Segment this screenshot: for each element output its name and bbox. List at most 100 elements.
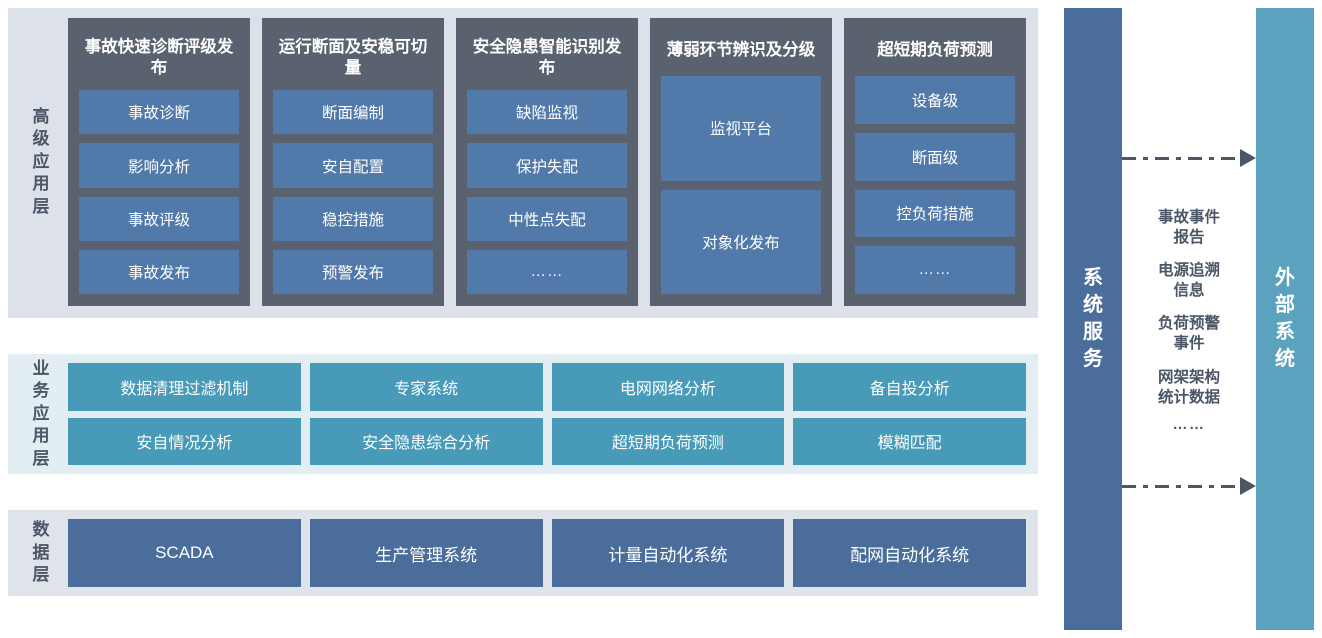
data-source-item[interactable]: 生产管理系统 — [309, 519, 543, 587]
flow-label-line: 事件 — [1173, 335, 1205, 353]
app-item[interactable]: 设备级 — [855, 76, 1015, 124]
flow-arrow-line — [1122, 484, 1241, 488]
app-column-title: 超短期负荷预测 — [877, 41, 993, 60]
advanced-layer-label-char: 用 — [32, 174, 50, 194]
flow-label-line: 电源追溯 — [1157, 261, 1220, 279]
business-layer-items: 数据清理过滤机制 专家系统 电网网络分析 备自投分析 安自情况分析 安全隐患综合… — [68, 363, 1026, 465]
app-column: 薄弱环节辨识及分级 监视平台 对象化发布 — [650, 18, 832, 306]
data-source-item[interactable]: SCADA — [68, 519, 301, 587]
app-item[interactable]: 事故发布 — [79, 249, 239, 295]
external-systems-bar: 外 部 系 统 — [1256, 8, 1314, 630]
app-item[interactable]: 保护失配 — [467, 143, 627, 188]
app-item[interactable]: 稳控措施 — [273, 196, 433, 241]
app-item[interactable]: 预警发布 — [273, 249, 433, 295]
flow-label: 事故事件 报告 — [1158, 208, 1220, 248]
app-item[interactable]: 影响分析 — [79, 143, 239, 188]
advanced-layer-label-char: 级 — [32, 129, 50, 149]
app-column-items: 缺陷监视 保护失配 中性点失配 …… — [467, 90, 627, 295]
advanced-application-layer-panel: 高 级 应 用 层 事故快速诊断评级发布 事故诊断 影响分析 事故评级 事故发布 — [8, 8, 1038, 318]
integration-panel: 系 统 服 务 事故事件 报告 电源追溯 信息 负荷预警 — [1046, 0, 1322, 638]
data-source-item[interactable]: 配网自动化系统 — [793, 519, 1026, 587]
app-column-title: 安全隐患智能识别发布 — [472, 38, 622, 78]
data-flow-area: 事故事件 报告 电源追溯 信息 负荷预警 事件 网架架构 统计数据 …… — [1122, 8, 1256, 630]
flow-label: 负荷预警 事件 — [1158, 314, 1220, 354]
flow-label-line: 事故事件 — [1157, 208, 1220, 226]
data-layer-label-char: 层 — [32, 565, 50, 585]
business-item[interactable]: 电网网络分析 — [551, 363, 785, 411]
app-column: 安全隐患智能识别发布 缺陷监视 保护失配 中性点失配 …… — [456, 18, 638, 306]
system-services-label-char: 系 — [1083, 266, 1103, 289]
app-column-items: 监视平台 对象化发布 — [661, 76, 821, 294]
app-item[interactable]: 监视平台 — [661, 76, 821, 181]
business-application-layer-panel: 业 务 应 用 层 数据清理过滤机制 专家系统 电网网络分析 备自投分析 安自情… — [8, 354, 1038, 474]
external-systems-label-char: 系 — [1275, 321, 1295, 343]
business-layer-label-char: 业 — [32, 358, 50, 378]
arrow-head-icon — [1240, 477, 1256, 495]
app-item[interactable]: 断面编制 — [273, 90, 433, 135]
data-layer-label-char: 数 — [32, 520, 50, 540]
business-item[interactable]: 备自投分析 — [793, 363, 1026, 411]
app-item[interactable]: 事故诊断 — [79, 90, 239, 135]
app-item[interactable]: 缺陷监视 — [467, 90, 627, 135]
app-column-title: 事故快速诊断评级发布 — [84, 38, 234, 78]
system-services-label-char: 服 — [1083, 321, 1103, 343]
external-systems-label-char: 部 — [1275, 293, 1295, 316]
flow-label-more: …… — [1172, 415, 1206, 433]
flow-label-line: 信息 — [1173, 282, 1205, 300]
advanced-layer-label-char: 应 — [32, 151, 50, 171]
business-item[interactable]: 超短期负荷预测 — [551, 417, 785, 465]
advanced-layer-label-char: 层 — [32, 196, 50, 216]
flow-label: 网架架构 统计数据 — [1158, 368, 1220, 408]
data-layer-items: SCADA 生产管理系统 计量自动化系统 配网自动化系统 — [68, 519, 1026, 587]
app-column-title: 运行断面及安稳可切量 — [278, 38, 428, 78]
layer-stack: 高 级 应 用 层 事故快速诊断评级发布 事故诊断 影响分析 事故评级 事故发布 — [8, 8, 1038, 596]
flow-label-line: 报告 — [1173, 228, 1205, 246]
business-item[interactable]: 安全隐患综合分析 — [309, 417, 543, 465]
flow-label-list: 事故事件 报告 电源追溯 信息 负荷预警 事件 网架架构 统计数据 …… — [1158, 208, 1220, 435]
business-layer-label-char: 用 — [32, 426, 50, 446]
data-source-item[interactable]: 计量自动化系统 — [551, 519, 785, 587]
data-layer-label: 数 据 层 — [14, 519, 68, 587]
system-services-label-char: 务 — [1083, 348, 1103, 371]
flow-arrow-top — [1122, 149, 1256, 167]
advanced-layer-label-char: 高 — [32, 106, 50, 126]
advanced-layer-columns: 事故快速诊断评级发布 事故诊断 影响分析 事故评级 事故发布 运行断面及安稳可切… — [68, 18, 1026, 306]
data-layer-label-char: 据 — [32, 542, 50, 562]
app-item[interactable]: 断面级 — [855, 132, 1015, 181]
flow-label: 电源追溯 信息 — [1158, 261, 1220, 301]
app-column: 运行断面及安稳可切量 断面编制 安自配置 稳控措施 预警发布 — [262, 18, 444, 306]
external-systems-label-char: 外 — [1275, 266, 1295, 289]
advanced-layer-label: 高 级 应 用 层 — [14, 18, 68, 306]
business-item[interactable]: 数据清理过滤机制 — [68, 363, 301, 411]
flow-arrow-bottom — [1122, 477, 1256, 495]
system-services-bar: 系 统 服 务 — [1064, 8, 1122, 630]
app-item[interactable]: 事故评级 — [79, 196, 239, 241]
app-item-more[interactable]: …… — [467, 249, 627, 295]
business-layer-label: 业 务 应 用 层 — [14, 359, 68, 468]
arrow-head-icon — [1240, 149, 1256, 167]
app-item[interactable]: 控负荷措施 — [855, 189, 1015, 238]
app-item[interactable]: 中性点失配 — [467, 196, 627, 241]
business-layer-label-char: 务 — [32, 381, 50, 401]
flow-label-line: 网架架构 — [1157, 368, 1220, 386]
business-item[interactable]: 专家系统 — [309, 363, 543, 411]
app-column-items: 事故诊断 影响分析 事故评级 事故发布 — [79, 90, 239, 295]
app-column-title: 薄弱环节辨识及分级 — [666, 41, 816, 60]
app-column: 超短期负荷预测 设备级 断面级 控负荷措施 …… — [844, 18, 1026, 306]
external-systems-label-char: 统 — [1275, 348, 1295, 371]
flow-label-line: 负荷预警 — [1157, 315, 1220, 333]
business-item[interactable]: 安自情况分析 — [68, 417, 301, 465]
app-item[interactable]: 对象化发布 — [661, 189, 821, 294]
app-column-items: 断面编制 安自配置 稳控措施 预警发布 — [273, 90, 433, 295]
data-layer-panel: 数 据 层 SCADA 生产管理系统 计量自动化系统 配网自动化系统 — [8, 510, 1038, 596]
business-layer-label-char: 应 — [32, 403, 50, 423]
app-column-items: 设备级 断面级 控负荷措施 …… — [855, 76, 1015, 294]
business-layer-label-char: 层 — [32, 448, 50, 468]
system-services-label-char: 统 — [1083, 293, 1103, 316]
app-column: 事故快速诊断评级发布 事故诊断 影响分析 事故评级 事故发布 — [68, 18, 250, 306]
flow-arrow-line — [1122, 156, 1241, 160]
business-item[interactable]: 模糊匹配 — [793, 417, 1026, 465]
app-item[interactable]: 安自配置 — [273, 143, 433, 188]
app-item-more[interactable]: …… — [855, 246, 1015, 294]
